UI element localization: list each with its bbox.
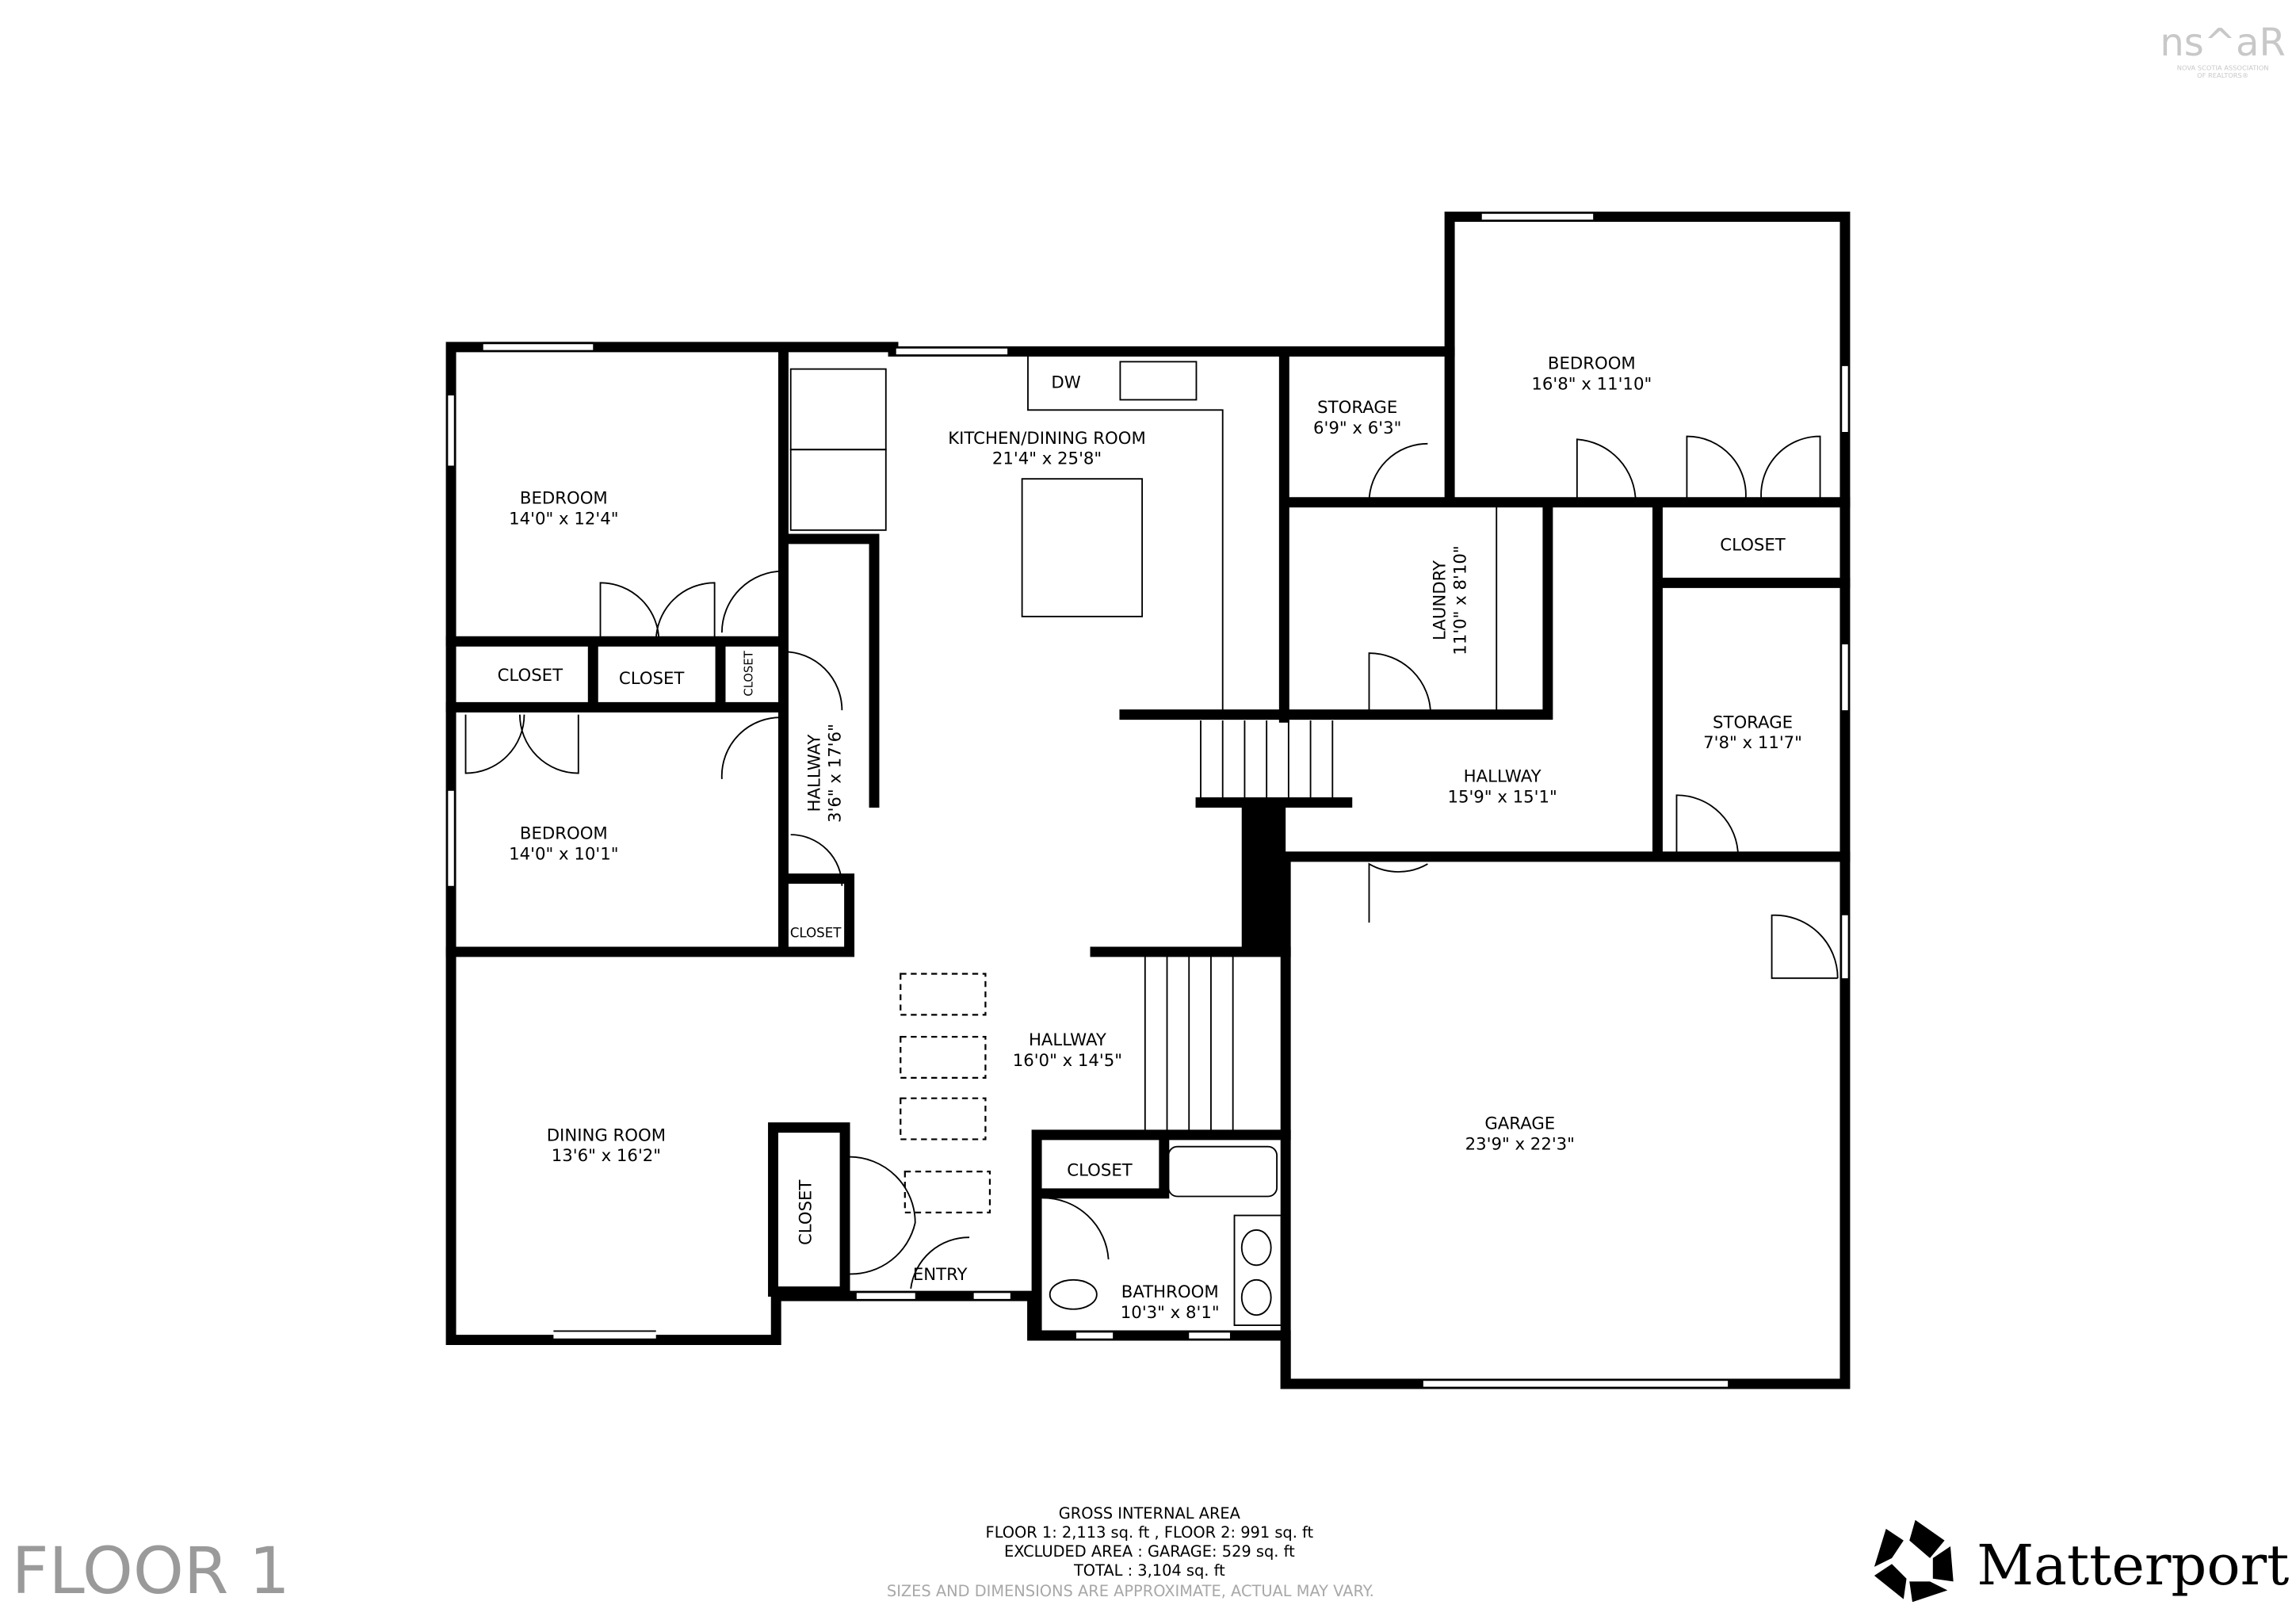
- svg-text:ns^aR: ns^aR: [2160, 21, 2285, 65]
- svg-text:GARAGE: GARAGE: [1484, 1114, 1555, 1134]
- room-closet-3: CLOSET: [743, 650, 756, 696]
- svg-text:LAUNDRY: LAUNDRY: [1431, 560, 1450, 640]
- svg-text:7'8" x 11'7": 7'8" x 11'7": [1703, 733, 1802, 753]
- svg-text:HALLWAY: HALLWAY: [805, 734, 825, 812]
- svg-text:GROSS INTERNAL AREA: GROSS INTERNAL AREA: [1059, 1504, 1241, 1523]
- room-closet-6: CLOSET: [797, 1179, 816, 1246]
- svg-text:EXCLUDED AREA : GARAGE: 529 sq: EXCLUDED AREA : GARAGE: 529 sq. ft: [1004, 1542, 1295, 1561]
- svg-text:16'8" x 11'10": 16'8" x 11'10": [1531, 374, 1652, 394]
- svg-text:11'0" x 8'10": 11'0" x 8'10": [1450, 545, 1470, 655]
- fixtures: [464, 351, 1839, 1326]
- svg-text:OF REALTORS®: OF REALTORS®: [2197, 71, 2248, 79]
- svg-text:NOVA SCOTIA ASSOCIATION: NOVA SCOTIA ASSOCIATION: [2177, 64, 2269, 72]
- svg-text:BEDROOM: BEDROOM: [1548, 354, 1636, 374]
- nsar-logo: ns^aR NOVA SCOTIA ASSOCIATION OF REALTOR…: [2160, 21, 2285, 79]
- svg-text:BEDROOM: BEDROOM: [520, 824, 608, 844]
- room-closet-7: CLOSET: [1067, 1161, 1133, 1181]
- svg-text:TOTAL : 3,104 sq. ft: TOTAL : 3,104 sq. ft: [1073, 1561, 1225, 1580]
- floor-label: FLOOR 1: [12, 1534, 290, 1609]
- svg-text:STORAGE: STORAGE: [1713, 713, 1793, 732]
- svg-text:15'9" x 15'1": 15'9" x 15'1": [1447, 787, 1557, 807]
- matterport-mark-icon: [1874, 1519, 1954, 1603]
- svg-text:STORAGE: STORAGE: [1317, 398, 1397, 418]
- room-entry: ENTRY: [913, 1265, 968, 1285]
- svg-text:21'4" x 25'8": 21'4" x 25'8": [992, 449, 1102, 469]
- matterport-logo: Matterport: [1874, 1519, 2289, 1603]
- svg-text:13'6" x 16'2": 13'6" x 16'2": [552, 1146, 661, 1166]
- room-closet-4: CLOSET: [790, 925, 842, 940]
- room-closet-5: CLOSET: [1720, 536, 1786, 556]
- svg-text:10'3" x 8'1": 10'3" x 8'1": [1121, 1303, 1220, 1323]
- svg-text:HALLWAY: HALLWAY: [1464, 767, 1542, 787]
- area-summary: GROSS INTERNAL AREA FLOOR 1: 2,113 sq. f…: [887, 1504, 1374, 1600]
- svg-text:FLOOR 1: 2,113 sq. ft , FLOOR: FLOOR 1: 2,113 sq. ft , FLOOR 2: 991 sq.…: [986, 1523, 1314, 1542]
- svg-text:BEDROOM: BEDROOM: [520, 489, 608, 509]
- walls: [445, 211, 1851, 1389]
- room-closet-2: CLOSET: [619, 669, 686, 689]
- room-closet-1: CLOSET: [498, 666, 564, 686]
- svg-text:DINING ROOM: DINING ROOM: [547, 1125, 666, 1145]
- room-dw: DW: [1051, 373, 1080, 393]
- svg-text:14'0" x 10'1": 14'0" x 10'1": [509, 845, 618, 865]
- svg-text:SIZES AND DIMENSIONS ARE APPRO: SIZES AND DIMENSIONS ARE APPROXIMATE, AC…: [887, 1582, 1374, 1600]
- svg-text:14'0" x 12'4": 14'0" x 12'4": [509, 509, 618, 529]
- svg-text:23'9" x 22'3": 23'9" x 22'3": [1465, 1134, 1575, 1154]
- svg-text:HALLWAY: HALLWAY: [1029, 1030, 1107, 1050]
- svg-text:6'9" x 6'3": 6'9" x 6'3": [1313, 418, 1401, 438]
- svg-text:16'0" x 14'5": 16'0" x 14'5": [1013, 1051, 1122, 1071]
- svg-text:3'6" x 17'6": 3'6" x 17'6": [826, 724, 846, 823]
- svg-text:Matterport: Matterport: [1977, 1533, 2289, 1598]
- svg-text:BATHROOM: BATHROOM: [1121, 1282, 1219, 1302]
- svg-text:KITCHEN/DINING ROOM: KITCHEN/DINING ROOM: [948, 429, 1146, 449]
